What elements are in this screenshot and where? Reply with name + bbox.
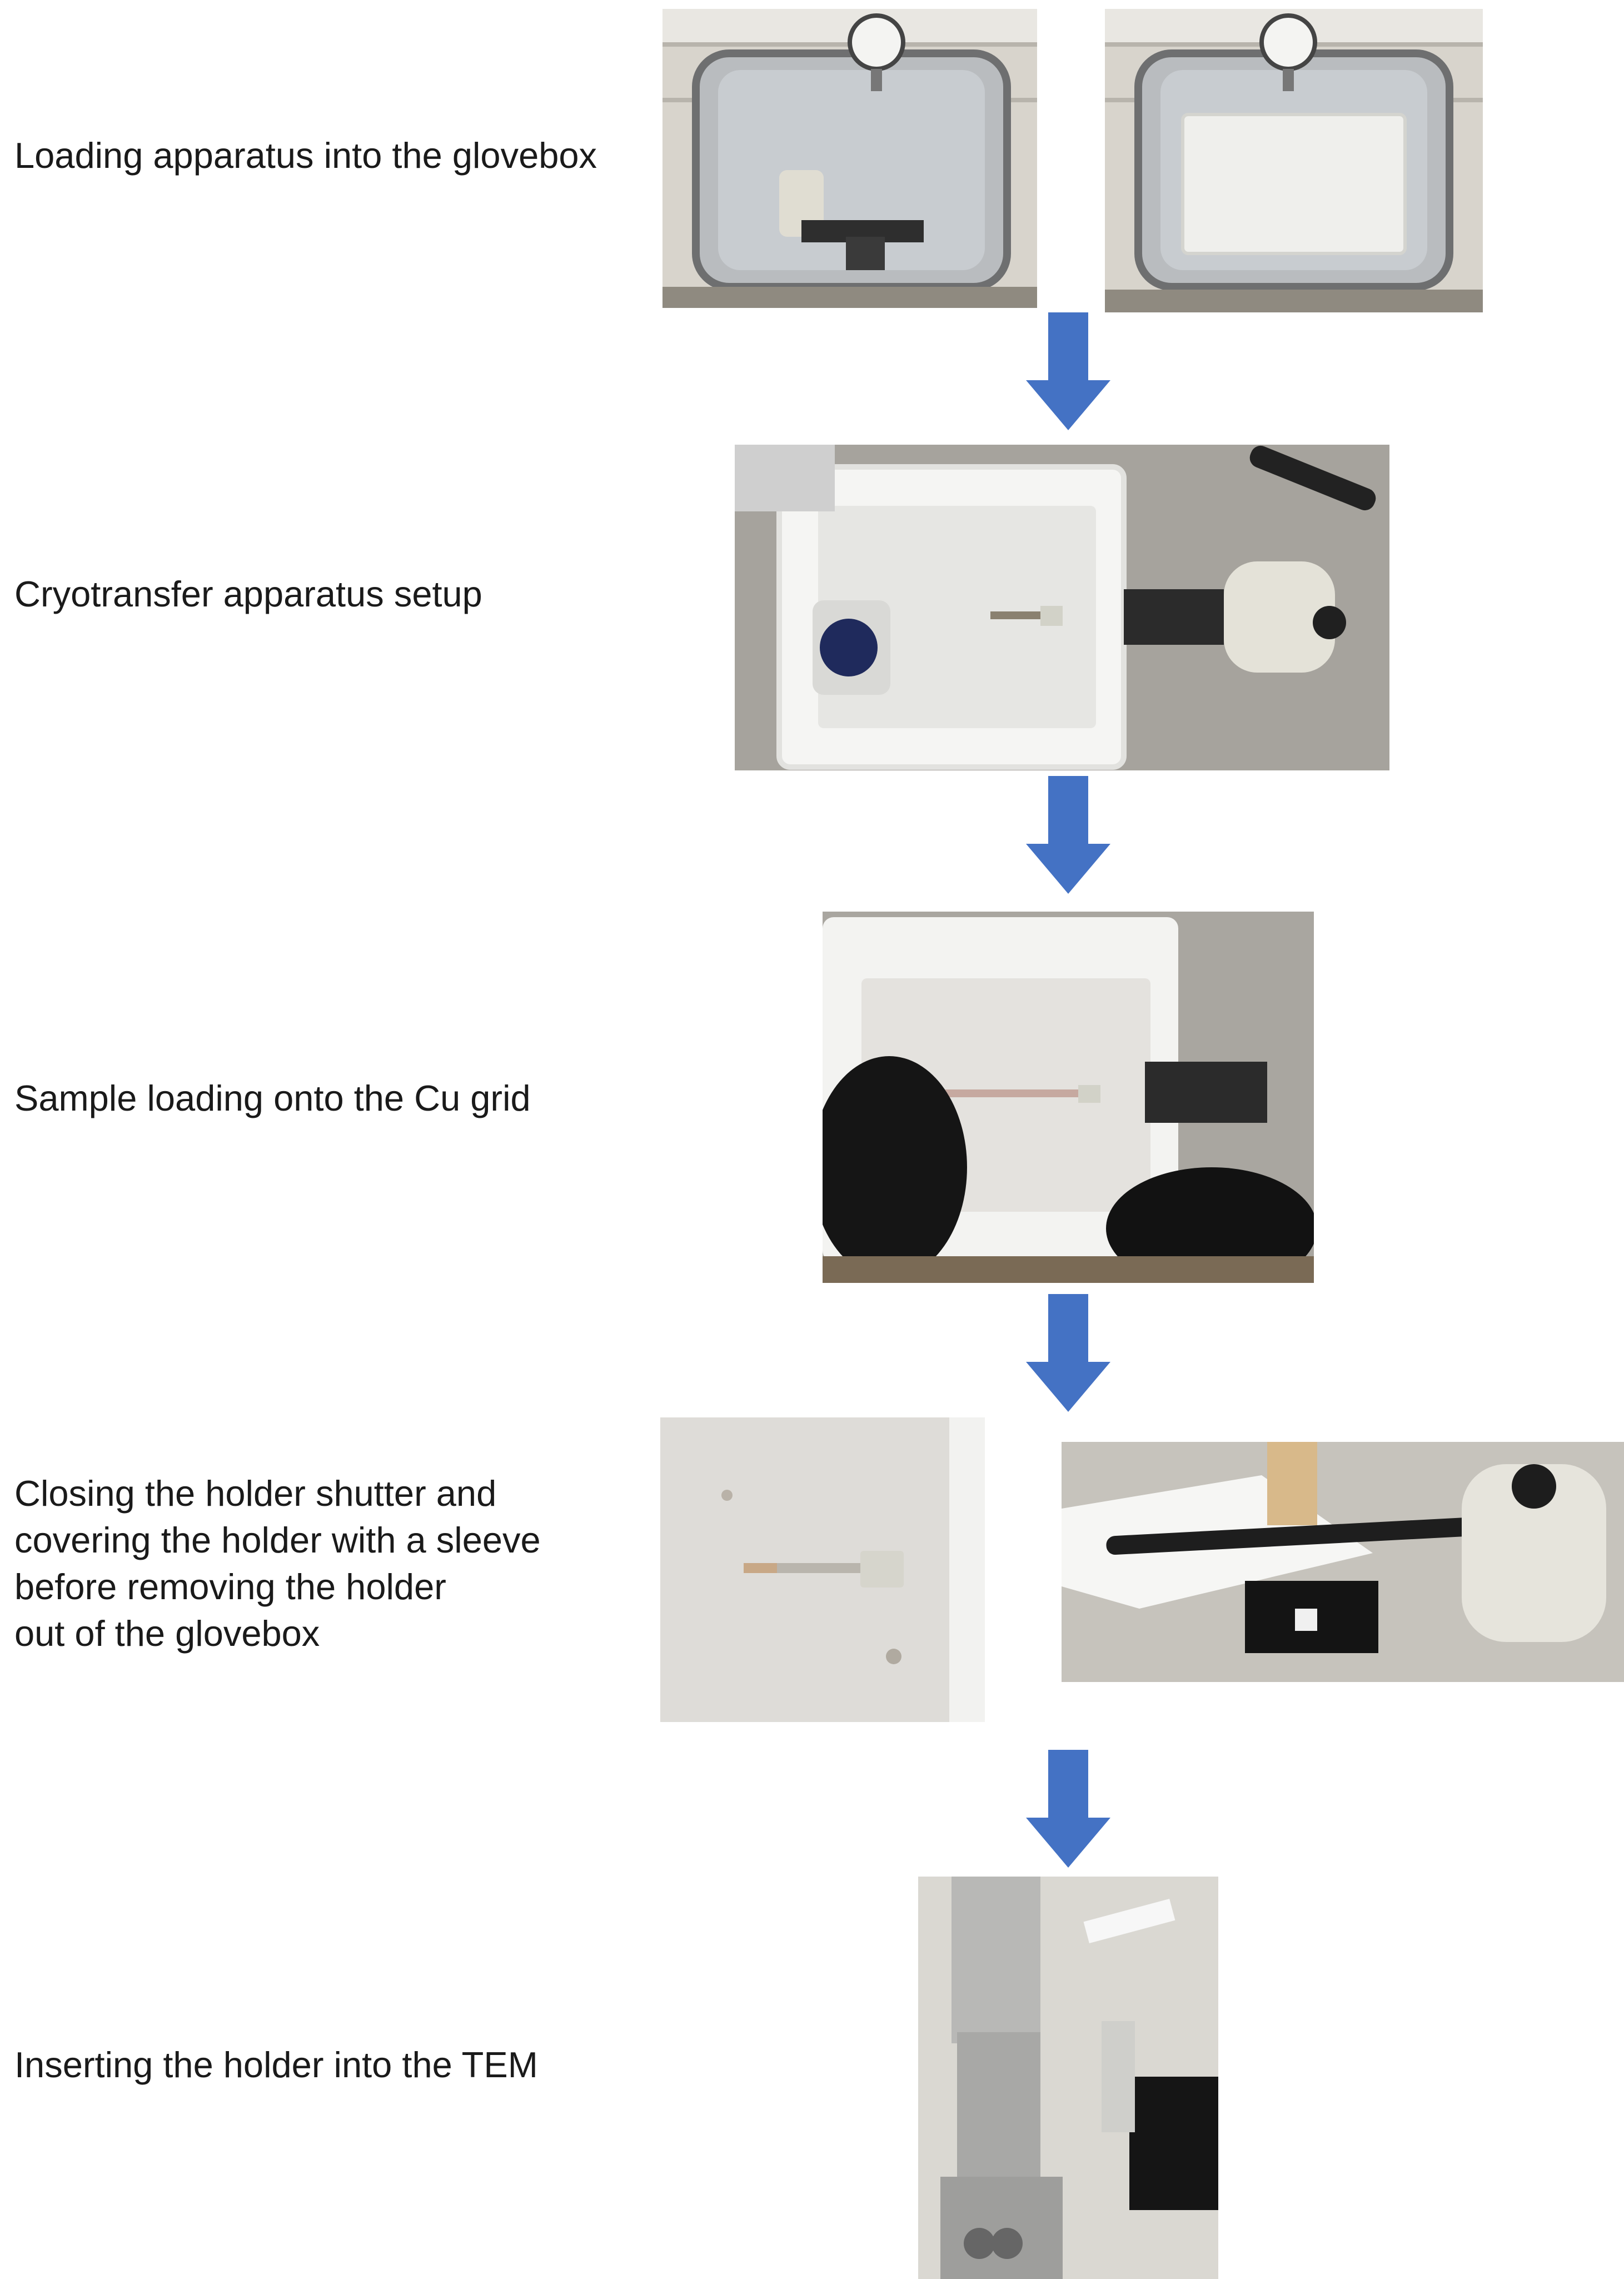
flow-arrow-2 — [1026, 776, 1110, 894]
step-1-label: Loading apparatus into the glovebox — [14, 135, 597, 176]
flow-arrow-1 — [1026, 312, 1110, 430]
step-2-label: Cryotransfer apparatus setup — [14, 574, 482, 614]
photo-holder-tip-closeup — [660, 1417, 985, 1722]
photo-tem-microscope — [918, 1877, 1218, 2279]
step-5-label: Inserting the holder into the TEM — [14, 2044, 538, 2085]
photo-cryotransfer-setup — [735, 445, 1389, 770]
photo-sample-loading-gloves — [823, 912, 1314, 1283]
step-4-label: Closing the holder shutter and covering … — [14, 1473, 541, 1654]
step-3-label: Sample loading onto the Cu grid — [14, 1078, 531, 1118]
flow-arrow-4 — [1026, 1750, 1110, 1868]
photo-glovebox-with-foam-box — [1105, 9, 1483, 312]
photo-glovebox-with-holder — [662, 9, 1037, 308]
photo-holder-in-sleeve — [1062, 1442, 1624, 1682]
flow-arrow-3 — [1026, 1294, 1110, 1412]
